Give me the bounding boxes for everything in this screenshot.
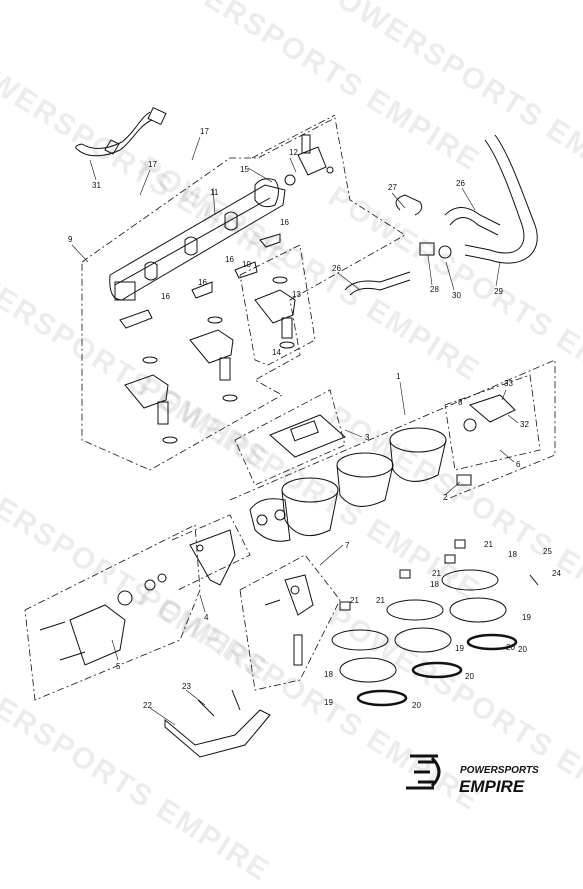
breather-hoses	[344, 134, 538, 296]
callout-12: 12	[289, 148, 298, 157]
callout-21c: 21	[376, 596, 385, 605]
logo-line1: POWERSPORTS	[460, 765, 539, 776]
callout-20d: 20	[506, 643, 515, 652]
callout-17a: 17	[200, 127, 209, 136]
group-outlines	[24, 114, 556, 701]
callout-33: 33	[504, 379, 513, 388]
callout-2: 2	[443, 493, 448, 502]
callout-19a: 19	[522, 613, 531, 622]
mounting-plate	[269, 414, 346, 458]
callout-14: 14	[272, 348, 281, 357]
callout-20a: 20	[518, 645, 527, 654]
logo-emblem-icon	[406, 754, 441, 790]
fuel-hose-31	[75, 106, 167, 157]
callout-21d: 21	[350, 596, 359, 605]
brand-logo: POWERSPORTS EMPIRE	[406, 754, 539, 796]
logo-line2: EMPIRE	[459, 777, 525, 796]
pressure-regulator	[284, 134, 334, 186]
sensor	[456, 394, 516, 486]
callout-21b: 21	[432, 569, 441, 578]
callout-10: 10	[242, 260, 251, 269]
callout-31: 31	[92, 181, 101, 190]
callout-22: 22	[143, 701, 152, 710]
injectors	[124, 276, 296, 444]
callout-13: 13	[292, 290, 301, 299]
callout-20c: 20	[412, 701, 421, 710]
callout-32: 32	[520, 420, 529, 429]
bracket-22	[164, 689, 271, 758]
brackets	[119, 233, 281, 329]
callout-23: 23	[182, 682, 191, 691]
callout-11: 11	[210, 188, 219, 197]
callout-7: 7	[345, 541, 350, 550]
exploded-parts-diagram: 1 2 3 4 5 6 7 8 9 10 11 12 13 14 15 16 1…	[24, 106, 561, 796]
callout-20b: 20	[465, 672, 474, 681]
callout-27: 27	[388, 183, 397, 192]
callout-6: 6	[516, 460, 521, 469]
callout-3: 3	[365, 433, 370, 442]
callout-25: 25	[543, 547, 552, 556]
callout-16a: 16	[280, 218, 289, 227]
callout-18a: 18	[508, 550, 517, 559]
callout-26b: 26	[332, 264, 341, 273]
callout-18c: 18	[324, 670, 333, 679]
screws	[339, 539, 466, 611]
callout-4: 4	[204, 613, 209, 622]
leader-lines	[71, 136, 519, 726]
idle-control-valve	[39, 573, 167, 666]
callout-19c: 19	[324, 698, 333, 707]
callout-26a: 26	[456, 179, 465, 188]
callout-16c: 16	[161, 292, 170, 301]
fuel-rail	[109, 178, 286, 301]
callout-8: 8	[458, 398, 463, 407]
callout-28: 28	[430, 285, 439, 294]
callout-9: 9	[68, 235, 73, 244]
callout-24: 24	[552, 569, 561, 578]
callout-29: 29	[494, 287, 503, 296]
callout-5: 5	[116, 662, 121, 671]
bracket-4	[189, 529, 236, 586]
callout-18b: 18	[430, 580, 439, 589]
callout-21a: 21	[484, 540, 493, 549]
callout-1: 1	[396, 372, 401, 381]
throttle-bodies	[249, 427, 447, 542]
intake-adaptors	[331, 569, 539, 707]
callout-17b: 17	[148, 160, 157, 169]
lever-7	[264, 574, 314, 666]
callout-19b: 19	[455, 644, 464, 653]
callout-labels: 1 2 3 4 5 6 7 8 9 10 11 12 13 14 15 16 1…	[68, 127, 561, 710]
callout-15: 15	[240, 165, 249, 174]
callout-16b: 16	[225, 255, 234, 264]
callout-16d: 16	[198, 278, 207, 287]
callout-30: 30	[452, 291, 461, 300]
